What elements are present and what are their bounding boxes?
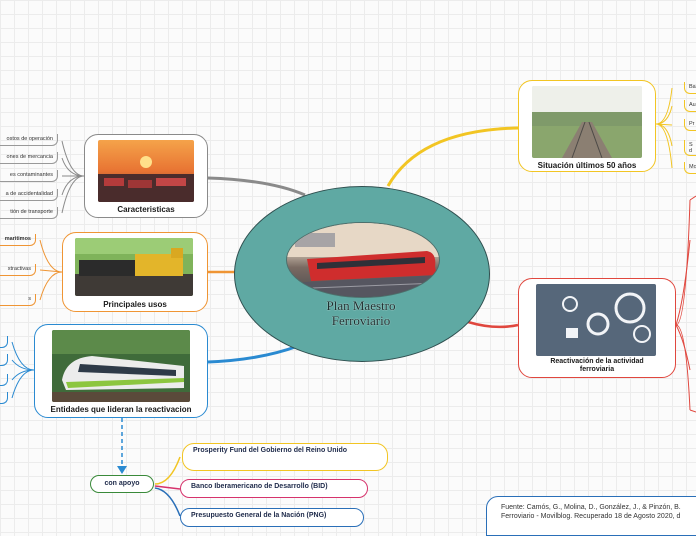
caracteristicas-image: [98, 140, 194, 202]
con-apoyo-item-1[interactable]: Prosperity Fund del Gobierno del Reino U…: [182, 443, 388, 471]
principales-usos-label: Principales usos: [103, 300, 167, 309]
caracteristicas-item-1[interactable]: ostos de operación: [0, 134, 58, 146]
principales-usos-image: [75, 238, 193, 296]
source-line1: Fuente: Camós, G., Molina, D., González,…: [501, 504, 681, 511]
connector-lines: [11, 87, 696, 517]
caracteristicas-item-3[interactable]: es contaminantes: [0, 170, 58, 182]
central-title-line1: Plan Maestro: [326, 298, 396, 313]
situacion-label: Situación últimos 50 años: [537, 161, 637, 170]
principales-usos-item-2[interactable]: xtractivas: [0, 264, 36, 276]
reactivacion-image: [536, 284, 656, 356]
entidades-item-2[interactable]: [0, 354, 8, 366]
caracteristicas-item-5[interactable]: tión de transporte: [0, 207, 58, 219]
central-title-line2: Ferroviario: [331, 313, 391, 328]
reactivacion-label: Reactivación de la actividad ferroviaria: [518, 358, 676, 374]
source-note: Fuente: Camós, G., Molina, D., González,…: [486, 496, 696, 536]
connector-situacion: [386, 126, 519, 187]
central-title: Plan Maestro Ferroviario: [296, 298, 426, 328]
entidades-item-3[interactable]: [0, 374, 8, 386]
entidades-item-4[interactable]: [0, 392, 8, 404]
entidades-item-1[interactable]: [0, 336, 8, 348]
con-apoyo-item-2[interactable]: Banco Iberamericano de Desarrollo (BID): [180, 479, 368, 498]
caracteristicas-item-4[interactable]: a de accidentalidad: [0, 189, 58, 201]
reactivacion-label-line1: Reactivación de la actividad: [550, 358, 644, 365]
situacion-image: [532, 86, 642, 158]
principales-usos-item-1[interactable]: maritimos: [0, 234, 36, 246]
source-line2: Ferroviario - Movilblog. Recuperado 18 d…: [501, 513, 681, 520]
connector-reactivacion: [467, 320, 519, 329]
con-apoyo-item-3[interactable]: Presupuesto General de la Nación (PNG): [180, 508, 364, 527]
principales-usos-item-3[interactable]: s: [0, 294, 36, 306]
situacion-item-2[interactable]: Au: [684, 100, 696, 112]
situacion-item-5[interactable]: Mo: [684, 162, 696, 174]
entidades-label: Entidades que lideran la reactivacion: [50, 405, 192, 414]
central-node[interactable]: [234, 186, 490, 362]
connector-entidades: [207, 344, 299, 364]
reactivacion-label-line2: ferroviaria: [579, 366, 615, 373]
entidades-image: [52, 330, 190, 402]
situacion-item-4[interactable]: S d: [684, 140, 696, 156]
central-train-image: [286, 222, 440, 298]
connector-caracteristicas: [207, 176, 306, 197]
situacion-item-3[interactable]: Pr: [684, 119, 696, 131]
situacion-item-1[interactable]: Ba: [684, 82, 696, 94]
con-apoyo-node[interactable]: con apoyo: [90, 475, 154, 493]
caracteristicas-item-2[interactable]: ones de mercancia: [0, 152, 58, 164]
caracteristicas-label: Caracteristicas: [117, 205, 175, 214]
